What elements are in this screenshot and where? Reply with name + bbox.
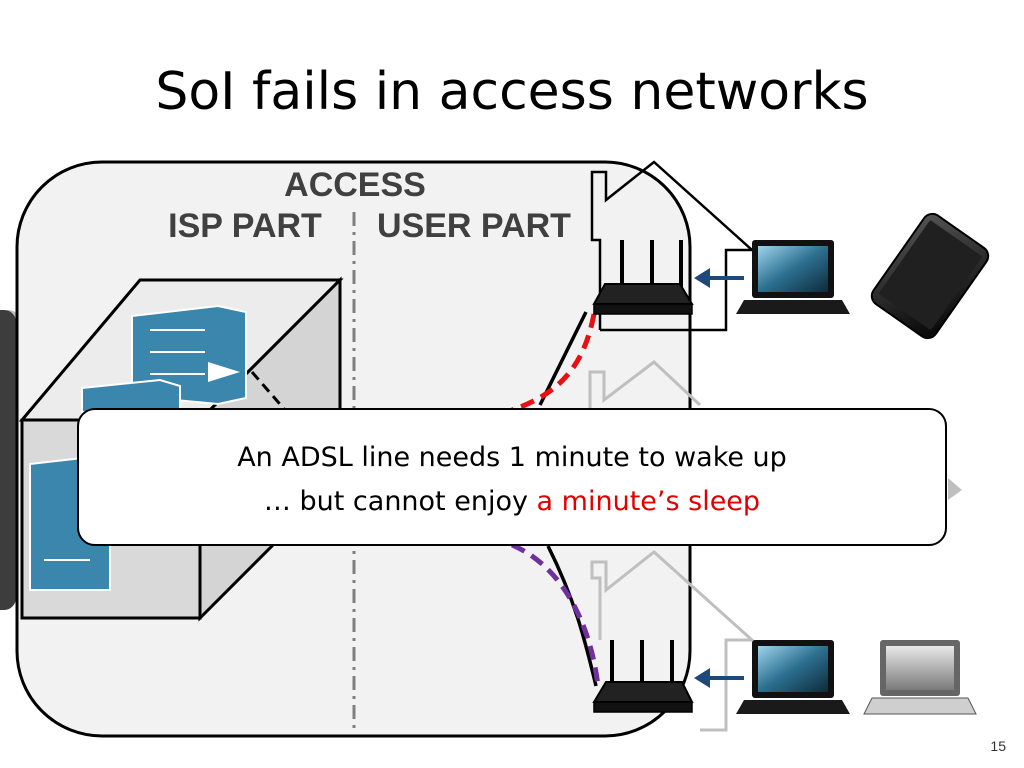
laptop-icon — [736, 640, 850, 714]
adsl-callout: An ADSL line needs 1 minute to wake up …… — [77, 408, 947, 546]
laptop-icon — [736, 240, 850, 314]
isp-part-label: ISP PART — [168, 207, 322, 245]
device-icon — [948, 478, 962, 500]
line-to-bottom-router — [546, 545, 598, 687]
house-icon — [590, 550, 756, 732]
page-number: 15 — [990, 738, 1006, 754]
callout-line-1: An ADSL line needs 1 minute to wake up — [237, 442, 787, 473]
arrow-icon — [694, 268, 744, 288]
dslam-link — [250, 371, 287, 411]
arrow-icon — [694, 668, 744, 688]
callout-line-2-text: … but cannot enjoy — [263, 486, 537, 517]
house-icon — [588, 360, 702, 408]
line-to-top-router — [538, 311, 588, 406]
access-label: ACCESS — [284, 166, 426, 204]
laptop-icon — [863, 640, 977, 715]
user-part-label: USER PART — [377, 207, 571, 245]
router-icon — [592, 640, 694, 713]
tablet-icon — [870, 212, 990, 340]
slide-title: SoI fails in access networks — [155, 62, 869, 122]
callout-line-2: … but cannot enjoy a minute’s sleep — [79, 480, 945, 524]
router-icon — [592, 240, 694, 315]
red-dashed-link — [511, 313, 597, 413]
callout-highlight: a minute’s sleep — [536, 486, 761, 517]
dsl-multiplexer-icon — [81, 378, 181, 413]
